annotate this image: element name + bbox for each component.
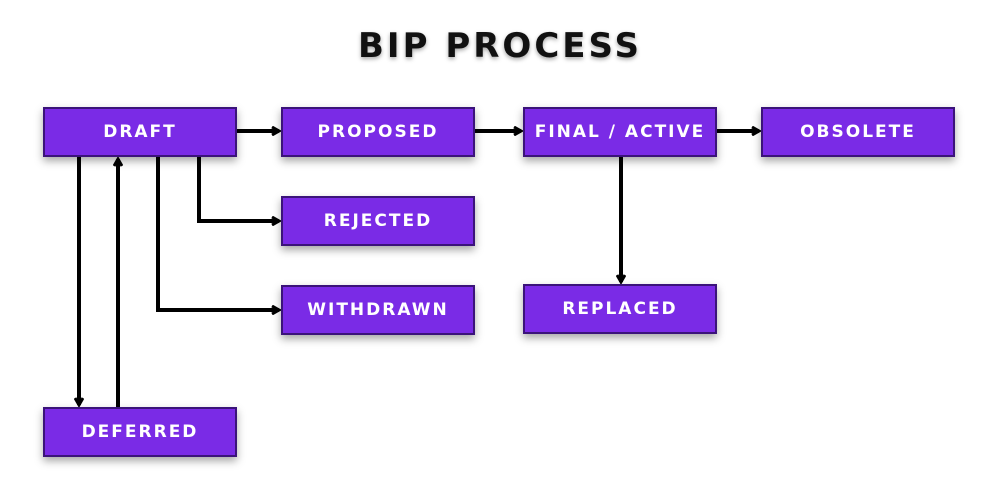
edge-draft-withdrawn [156, 157, 279, 310]
node-replaced: REPLACED [523, 284, 717, 334]
node-obsolete: OBSOLETE [761, 107, 955, 157]
node-final-active: FINAL / ACTIVE [523, 107, 717, 157]
node-draft: DRAFT [43, 107, 237, 157]
node-withdrawn: WITHDRAWN [281, 285, 475, 335]
edge-draft-rejected [197, 157, 279, 221]
node-proposed: PROPOSED [281, 107, 475, 157]
node-rejected: REJECTED [281, 196, 475, 246]
diagram-title: BIP PROCESS [358, 26, 642, 66]
node-deferred: DEFERRED [43, 407, 237, 457]
